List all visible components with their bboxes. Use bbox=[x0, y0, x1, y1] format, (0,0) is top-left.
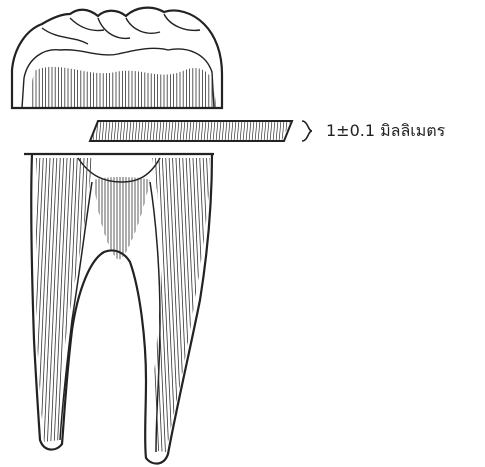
hatch-line bbox=[81, 120, 83, 142]
hatch-line bbox=[231, 120, 233, 142]
hatch-line bbox=[117, 120, 119, 142]
hatch-line bbox=[23, 150, 37, 460]
hatch-line bbox=[270, 120, 272, 142]
hatch-line bbox=[180, 120, 182, 142]
hatch-line bbox=[195, 120, 197, 142]
hatch-line bbox=[102, 120, 104, 142]
crown-cusp-ridges bbox=[42, 14, 200, 44]
hatch-line bbox=[105, 120, 107, 142]
hatch-line bbox=[220, 150, 234, 460]
hatch-line bbox=[222, 120, 224, 142]
hatch-line bbox=[123, 120, 125, 142]
hatch-line bbox=[243, 120, 245, 142]
hatch-line bbox=[234, 120, 236, 142]
hatch-line bbox=[168, 120, 170, 142]
hatch-line bbox=[159, 120, 161, 142]
hatch-line bbox=[204, 120, 206, 142]
hatch-line bbox=[273, 120, 275, 142]
measurement-bracket bbox=[302, 121, 312, 141]
hatch-line bbox=[171, 120, 173, 142]
crown-outline bbox=[12, 8, 222, 108]
hatch-line bbox=[249, 120, 251, 142]
hatch-line bbox=[240, 120, 242, 142]
hatch-line bbox=[174, 120, 176, 142]
hatch-line bbox=[201, 120, 203, 142]
hatch-line bbox=[111, 120, 113, 142]
root-section bbox=[16, 150, 234, 464]
hatch-line bbox=[183, 120, 185, 142]
hatch-line bbox=[138, 120, 140, 142]
hatch-line bbox=[150, 120, 152, 142]
hatch-line bbox=[216, 150, 230, 460]
hatch-line bbox=[267, 120, 269, 142]
hatch-line bbox=[147, 120, 149, 142]
crown-enamel-line bbox=[22, 48, 214, 108]
measurement-label: 1±0.1 มิลลิเมตร bbox=[326, 121, 445, 141]
hatch-line bbox=[162, 120, 164, 142]
hatch-line bbox=[132, 120, 134, 142]
hatch-line bbox=[198, 120, 200, 142]
crown-section bbox=[12, 8, 225, 110]
crown-dentin-hatching bbox=[20, 55, 225, 110]
hatch-line bbox=[87, 120, 89, 142]
hatch-line bbox=[165, 120, 167, 142]
hatch-line bbox=[216, 120, 218, 142]
hatch-line bbox=[279, 120, 281, 142]
section-slice bbox=[78, 120, 312, 142]
hatch-line bbox=[156, 120, 158, 142]
hatch-line bbox=[261, 120, 263, 142]
hatch-line bbox=[276, 120, 278, 142]
hatch-line bbox=[255, 120, 257, 142]
hatch-line bbox=[207, 120, 209, 142]
hatch-line bbox=[203, 150, 217, 460]
hatch-line bbox=[206, 150, 220, 460]
hatch-line bbox=[210, 120, 212, 142]
hatch-line bbox=[99, 120, 101, 142]
hatch-line bbox=[120, 120, 122, 142]
hatch-line bbox=[252, 120, 254, 142]
hatch-line bbox=[129, 120, 131, 142]
hatch-line bbox=[144, 120, 146, 142]
hatch-line bbox=[114, 120, 116, 142]
hatch-line bbox=[186, 120, 188, 142]
hatch-line bbox=[177, 120, 179, 142]
hatch-line bbox=[16, 150, 30, 460]
hatch-line bbox=[228, 120, 230, 142]
hatch-line bbox=[213, 150, 227, 460]
hatch-line bbox=[225, 120, 227, 142]
hatch-line bbox=[258, 120, 260, 142]
hatch-line bbox=[189, 120, 191, 142]
hatch-line bbox=[78, 120, 80, 142]
hatch-line bbox=[297, 120, 299, 142]
hatch-line bbox=[246, 120, 248, 142]
hatch-line bbox=[126, 120, 128, 142]
hatch-line bbox=[282, 120, 284, 142]
hatch-line bbox=[294, 120, 296, 142]
hatch-line bbox=[141, 120, 143, 142]
hatch-line bbox=[84, 120, 86, 142]
hatch-line bbox=[108, 120, 110, 142]
hatch-line bbox=[264, 120, 266, 142]
hatch-line bbox=[153, 120, 155, 142]
root-dentin-hatching bbox=[16, 150, 234, 460]
hatch-line bbox=[192, 120, 194, 142]
hatch-line bbox=[213, 120, 215, 142]
hatch-line bbox=[135, 120, 137, 142]
hatch-line bbox=[219, 120, 221, 142]
hatch-line bbox=[237, 120, 239, 142]
